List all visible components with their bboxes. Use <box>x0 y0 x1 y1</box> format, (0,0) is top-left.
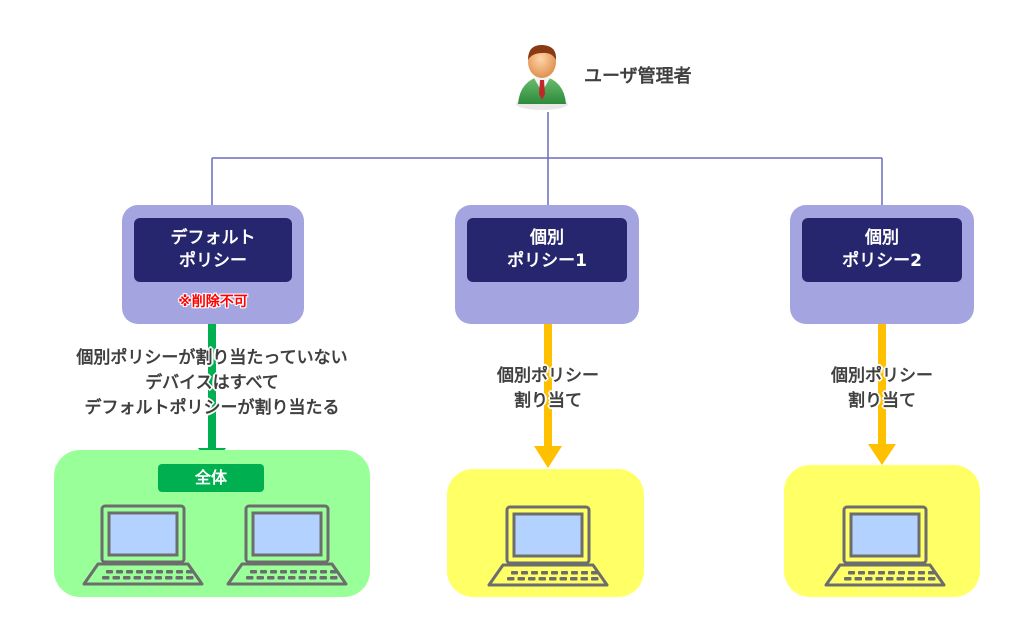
policy-card-1[interactable]: 個別 ポリシー1 <box>455 205 639 324</box>
policy-title-line-1: デフォルト <box>170 228 256 248</box>
caption-line: デバイスはすべて <box>145 373 279 393</box>
admin-label: ユーザ管理者 <box>584 66 692 87</box>
laptop-icon <box>485 503 611 591</box>
laptop-icon <box>224 502 350 590</box>
policy-title-default: デフォルト ポリシー <box>134 218 292 282</box>
policy-title-line-1: 個別 <box>865 228 899 248</box>
policy-card-2[interactable]: 個別 ポリシー2 <box>790 205 974 324</box>
caption-line: 個別ポリシー <box>831 366 933 386</box>
laptop-icon <box>822 503 948 591</box>
yellow-arrow-1 <box>534 322 562 468</box>
user-admin-icon <box>512 40 572 112</box>
device-group-all: 全体 <box>54 450 370 597</box>
device-group-policy-2 <box>784 465 980 597</box>
policy-2-assignment-caption: 個別ポリシー 割り当て <box>782 364 982 414</box>
policy-title-line-2: ポリシー2 <box>842 251 922 271</box>
policy-title-line-1: 個別 <box>530 228 564 248</box>
caption-line: 割り当て <box>514 391 582 411</box>
policy-card-default[interactable]: デフォルト ポリシー ※削除不可 <box>122 205 304 324</box>
policy-1-assignment-caption: 個別ポリシー 割り当て <box>448 364 648 414</box>
all-devices-badge: 全体 <box>158 464 264 492</box>
caption-line: 個別ポリシー <box>497 366 599 386</box>
policy-title-2: 個別 ポリシー2 <box>802 218 962 282</box>
not-deletable-note: ※削除不可 <box>178 294 248 310</box>
tree-connector <box>211 112 883 206</box>
policy-title-line-2: ポリシー1 <box>507 251 587 271</box>
yellow-arrow-2 <box>868 322 896 465</box>
policy-title-line-2: ポリシー <box>179 251 247 271</box>
device-group-policy-1 <box>447 469 644 597</box>
caption-line: 割り当て <box>848 391 916 411</box>
caption-line: 個別ポリシーが割り当たっていない <box>76 348 348 368</box>
default-assignment-caption: 個別ポリシーが割り当たっていない デバイスはすべて デフォルトポリシーが割り当た… <box>12 346 412 421</box>
caption-line: デフォルトポリシーが割り当たる <box>84 398 340 418</box>
policy-title-1: 個別 ポリシー1 <box>467 218 627 282</box>
laptop-icon <box>80 502 206 590</box>
